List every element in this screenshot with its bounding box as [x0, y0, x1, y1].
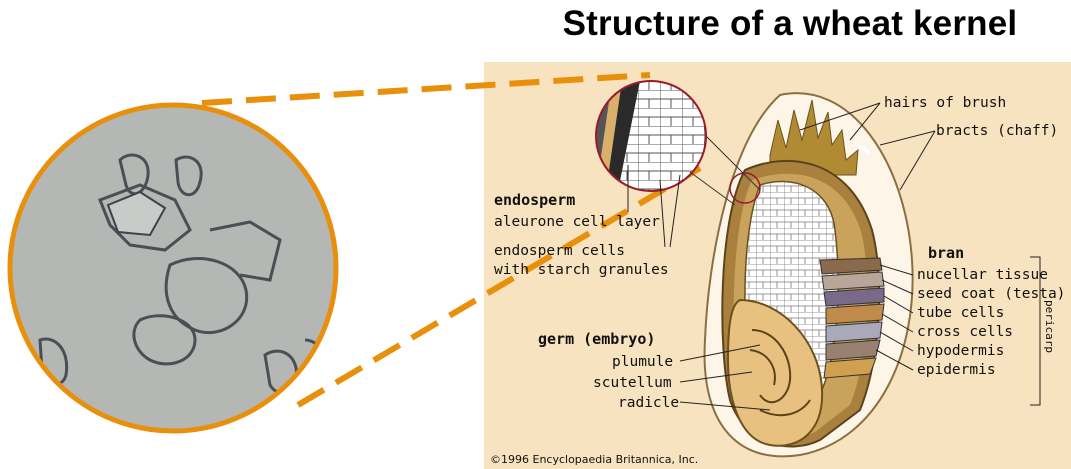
- label-endosperm-header: endosperm: [494, 191, 575, 209]
- label-nucellar: nucellar tissue: [917, 267, 1048, 283]
- label-pericarp: pericarp: [1043, 300, 1056, 353]
- label-bracts: bracts (chaff): [936, 123, 1058, 139]
- label-scutellum: scutellum: [593, 375, 672, 391]
- label-germ-header: germ (embryo): [538, 330, 655, 348]
- label-endosperm-cells: endosperm cells: [494, 243, 625, 259]
- label-plumule: plumule: [612, 354, 673, 370]
- label-aleurone: aleurone cell layer: [494, 214, 660, 230]
- copyright-credit: ©1996 Encyclopaedia Britannica, Inc.: [490, 453, 698, 466]
- label-cross-cells: cross cells: [917, 324, 1013, 340]
- label-starch-granules: with starch granules: [494, 262, 669, 278]
- label-hypodermis: hypodermis: [917, 343, 1004, 359]
- label-epidermis: epidermis: [917, 362, 996, 378]
- label-hairs-of-brush: hairs of brush: [884, 95, 1006, 111]
- label-tube-cells: tube cells: [917, 305, 1004, 321]
- label-bran-header: bran: [928, 244, 964, 262]
- label-radicle: radicle: [618, 395, 679, 411]
